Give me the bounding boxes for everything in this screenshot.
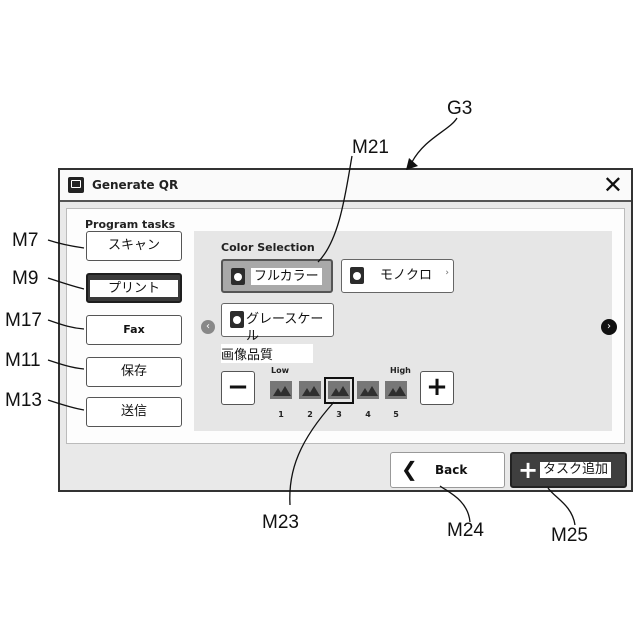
leader-m21 — [318, 156, 352, 262]
leader-m7 — [48, 240, 84, 248]
leader-m13 — [48, 400, 84, 410]
g3-arrowhead — [406, 158, 418, 170]
leader-m23 — [290, 402, 334, 505]
leader-m11 — [48, 360, 84, 369]
leader-m17 — [48, 320, 84, 329]
leader-g3 — [412, 118, 457, 162]
leader-m24 — [440, 486, 470, 522]
leader-m9 — [48, 278, 84, 289]
leader-m25 — [548, 488, 575, 525]
